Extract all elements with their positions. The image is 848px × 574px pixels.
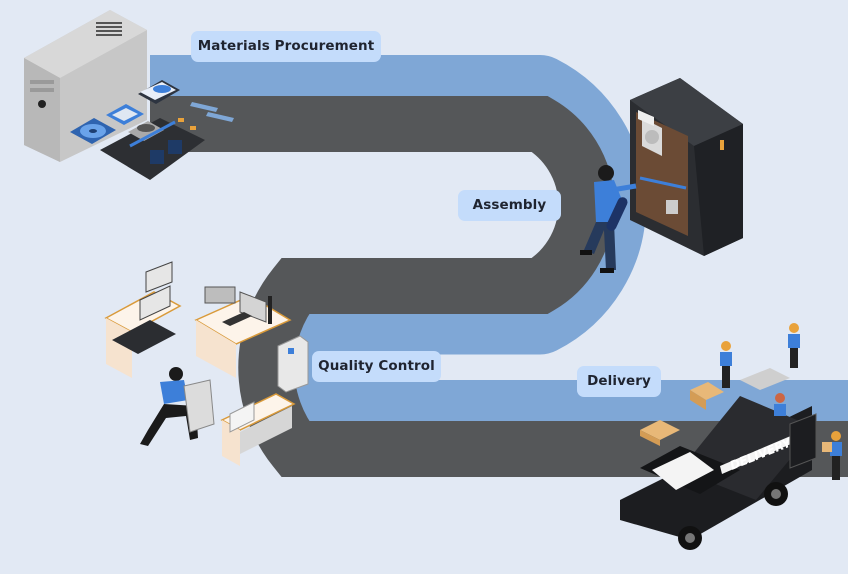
stage-label-assembly: Assembly bbox=[458, 190, 561, 221]
motherboard-icon bbox=[100, 118, 205, 180]
bench-icon bbox=[220, 393, 296, 466]
cpu-chip-icon bbox=[106, 104, 144, 125]
procurement-illustration bbox=[24, 10, 234, 180]
technician-figure bbox=[580, 165, 637, 273]
stage-label-quality-control: Quality Control bbox=[312, 351, 441, 382]
test-desk-icon bbox=[194, 286, 292, 378]
road-surface bbox=[150, 96, 848, 477]
shelf-unit-icon bbox=[104, 261, 182, 378]
delivery-van-icon: DELIVERY bbox=[620, 396, 817, 550]
server-rack-icon bbox=[630, 78, 743, 256]
assembly-illustration bbox=[580, 78, 743, 273]
open-case-icon bbox=[277, 335, 309, 393]
cooling-fan-icon bbox=[70, 118, 116, 144]
quality-control-illustration bbox=[104, 261, 309, 466]
boxes-pallet-icon bbox=[640, 368, 790, 446]
delivery-workers bbox=[720, 323, 842, 480]
stage-label-delivery: Delivery bbox=[577, 366, 661, 397]
conveyor-road bbox=[150, 55, 848, 477]
ram-stick-icon bbox=[190, 102, 234, 122]
pc-tower-icon bbox=[24, 10, 147, 162]
hard-drive-icon bbox=[138, 80, 180, 104]
delivery-illustration: DELIVERY bbox=[620, 323, 842, 550]
qc-technician-figure bbox=[140, 367, 215, 446]
stage-label-materials-procurement: Materials Procurement bbox=[191, 31, 381, 62]
